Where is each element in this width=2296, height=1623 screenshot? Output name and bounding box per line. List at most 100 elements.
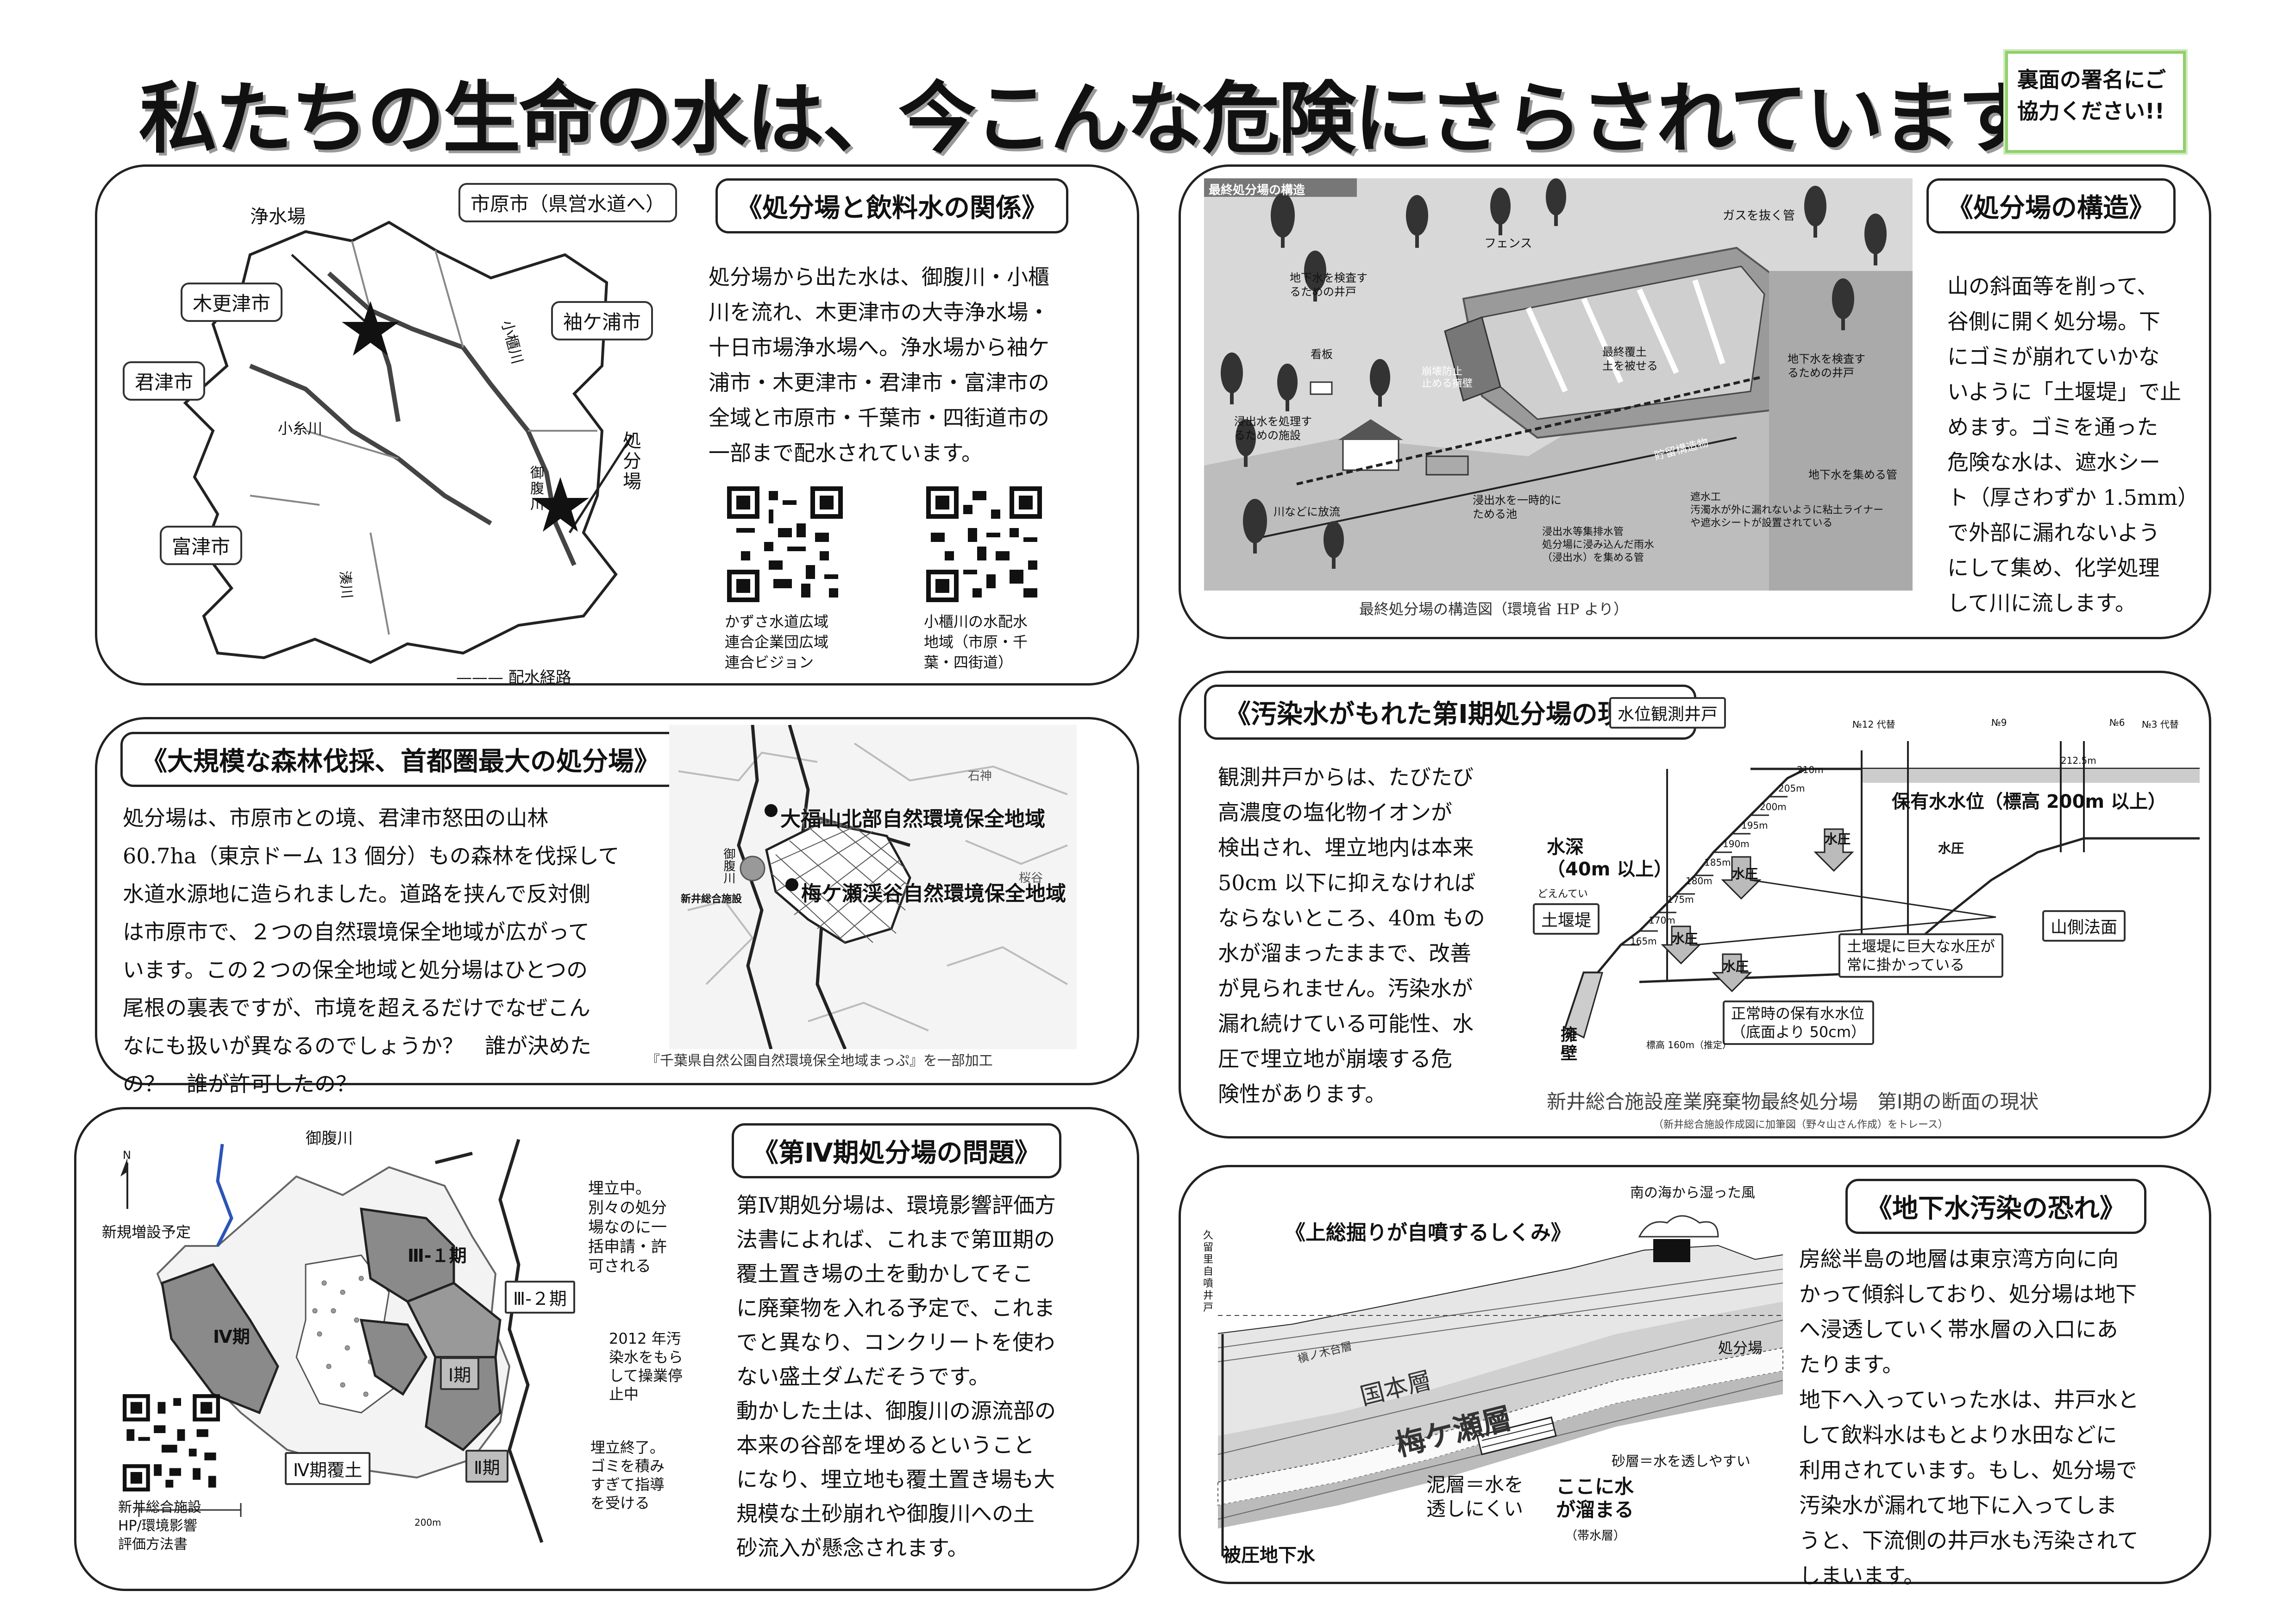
label-south-wind: 南の海から湿った風 [1630,1185,1755,1201]
map-label-water-plant: 浄水場 [250,206,306,227]
label-earth-dam: 土堰堤 [1533,903,1600,935]
label-liner: 遮水工 汚濁水が外に漏れないように粘土ライナー や遮水シートが設置されている [1690,491,1884,529]
label-observation-well: 水位観測井戸 [1609,697,1726,729]
label-water-pressure-5: 水圧 [1723,959,1749,974]
panel-title: 《汚染水がもれた第Ⅰ期処分場の現状》 [1204,685,1696,740]
qr-code-obitsu-distribution[interactable] [926,486,1042,602]
panel-body-text: 観測井戸からは、たびたび 高濃度の塩化物イオンが 検出され、埋立地内は本来 50… [1218,765,1485,1107]
qr-caption-obitsu: 小櫃川の水配水 地域（市原・千 葉・四街道） [924,613,1028,671]
label-elev-210: 210m [1797,764,1824,775]
map-note-phase2: 埋立終了。 ゴミを積み すぎて指導 を受ける [590,1439,665,1512]
label-artesian-water: 被圧地下水 [1223,1545,1315,1566]
label-river-discharge: 川などに放流 [1273,505,1340,518]
label-groundwater-pipe: 地下水を集める管 [1808,468,1897,481]
qr-code-arai-facility[interactable] [123,1394,220,1491]
marker-daifukuyama [765,804,778,817]
map-label-phase3-1: Ⅲ-１期 [408,1246,467,1266]
label-gas-pipe: ガスを抜く管 [1723,209,1795,223]
panel-body-text: 房総半島の地層は東京湾方向に向 かって傾斜しており、処分場は地下 へ浸透していく… [1799,1246,2139,1588]
map-label-sodegaura: 袖ケ浦市 [551,301,653,340]
label-monitoring-well-1: 地下水を検査す るための井戸 [1290,271,1368,298]
conservation-area-map [669,725,1077,1049]
label-well-no6: №6 [2109,717,2125,728]
label-sand-layer: 砂層＝水を透しやすい [1612,1453,1750,1470]
label-retaining-wall: 擁 壁 [1561,1025,1578,1063]
label-elev-205: 205m [1778,783,1805,794]
map-label-daifukuyama: 大福山北部自然環境保全地域 [780,807,1045,831]
panel-body-text: 処分場は、市原市との境、君津市怒田の山林 60.7ha（東京ドーム 13 個分）… [123,805,620,1096]
label-collapse-wall: 崩壊防止 止める擁壁 [1422,366,1473,390]
panel-body-text: 山の斜面等を削って、 谷側に開く処分場。下 にゴミが崩れていかな いように「土堰… [1947,274,2199,616]
map-label-koito-river: 小糸川 [278,420,323,437]
map-legend-route: ——— 配水経路 [456,668,571,687]
disposal-site-star-icon [532,477,589,532]
map-label-phase2: Ⅱ期 [465,1450,508,1483]
marker-umegase [785,878,798,891]
label-elev-170: 170m [1649,915,1675,926]
artesian-well-diagram [1217,1215,1783,1556]
label-treatment-facility: 浸出水を処理す るための施設 [1234,415,1312,442]
map-label-ishigami: 石神 [968,769,992,783]
panel-title: 《第Ⅳ期処分場の問題》 [732,1123,1061,1178]
map-label-phase1: Ⅰ期 [440,1357,480,1390]
map-label-disposal-site: 処 分 場 [623,430,641,492]
map-note-phase3: 埋立中。 別々の処分 場なのに一 括申請・許 可される [588,1179,667,1276]
map-label-futtsu: 富津市 [160,526,243,565]
label-mud-layer: 泥層＝水を 透しにくい [1426,1473,1524,1520]
map-label-onbara: 御腹川 [721,848,735,884]
water-plant-star-icon [342,301,399,356]
map-note-phase1: 2012 年汚 染水をもら して操業停 止中 [609,1330,684,1403]
label-elev-200: 200m [1760,801,1787,812]
label-elev-165: 165m [1630,936,1657,947]
map-label-phase4-cover: Ⅳ期覆土 [285,1452,371,1485]
label-elev-175: 175m [1667,894,1694,905]
label-elev-185: 185m [1704,857,1731,868]
map-scale: 200m [414,1517,441,1528]
label-water-pressure-2: 水圧 [1825,831,1851,847]
label-leachate-pipe: 浸出水等集排水管 処分場に浸み込んだ雨水 （浸出水）を集める管 [1542,526,1655,564]
label-water-pressure-3: 水圧 [1672,931,1698,946]
phase1-cross-section [1564,741,2200,1039]
label-elevation-160: 標高 160m（推定） [1646,1039,1732,1051]
label-water-level: 保有水水位（標高 200m 以上） [1892,791,2167,812]
label-well-no3: №3 代替 [2142,719,2179,730]
label-mountain-slope: 山側法面 [2042,910,2126,942]
map-label-facility: 新井総合施設 [681,893,742,905]
label-storage-pond: 浸出水を一時的に ためる池 [1473,494,1562,521]
label-pressure-note: 土堰堤に巨大な水圧が 常に掛かっている [1838,933,2004,978]
map-label-umegase: 梅ケ瀬渓谷自然環境保全地域 [801,882,1066,906]
label-elev-180: 180m [1686,875,1713,887]
map-label-onbara-river: 御 腹 川 [530,465,544,513]
diagram-heading: 《上総掘りが自噴するしくみ》 [1285,1221,1571,1245]
label-well-no9: №9 [1991,717,2007,728]
water-distribution-map [183,220,634,664]
panel-phase1-status [1179,671,2211,1139]
label-earth-dam-reading: どえんてい [1537,888,1588,900]
map-label-phase3-2: Ⅲ-２期 [505,1281,575,1314]
qr-code-kazusa[interactable] [727,486,843,602]
label-elev-190: 190m [1723,838,1750,849]
panel-title: 《処分場の構造》 [1926,178,2176,233]
map-label-ichihara: 市原市（県営水道へ） [458,183,678,222]
map-label-minato-river: 湊川 [336,570,355,599]
map-label-onbara: 御腹川 [306,1129,353,1148]
label-water-pressure-4: 水圧 [1938,841,1964,856]
structure-caption: 最終処分場の構造図（環境省 HP より） [1359,600,1629,618]
label-final-cover: 最終覆土 土を被せる [1602,346,1658,372]
label-fence: フェンス [1484,237,1532,251]
label-normal-level: 正常時の保有水水位 （底面より 50cm） [1723,1000,1875,1045]
label-elev-195: 195m [1741,820,1768,831]
label-disposal-site: 処分場 [1718,1339,1763,1357]
label-water-pressure-1: 水圧 [1732,866,1758,881]
label-kururi-well: 久 留 里 自 噴 井 戸 [1203,1230,1214,1314]
cross-section-caption: 新井総合施設産業廃棄物最終処分場 第Ⅰ期の断面の現状 [1547,1090,2039,1113]
map-north-label: N [123,1149,131,1162]
qr-caption-arai: 新井総合施設 HP/環境影響 評価方法書 [118,1499,201,1553]
signature-request-note: 裏面の署名にご 協力ください!! [2005,51,2186,153]
map-label-kisarazu: 木更津市 [181,283,283,322]
map-label-sakurada: 桜谷 [1019,871,1043,885]
label-sign: 看板 [1311,348,1333,361]
qr-caption-kazusa: かずさ水道広域 連合企業団広域 連合ビジョン [725,613,829,671]
phase4-site-map [120,1139,544,1543]
label-monitoring-well-2: 地下水を検査す るための井戸 [1788,352,1865,379]
